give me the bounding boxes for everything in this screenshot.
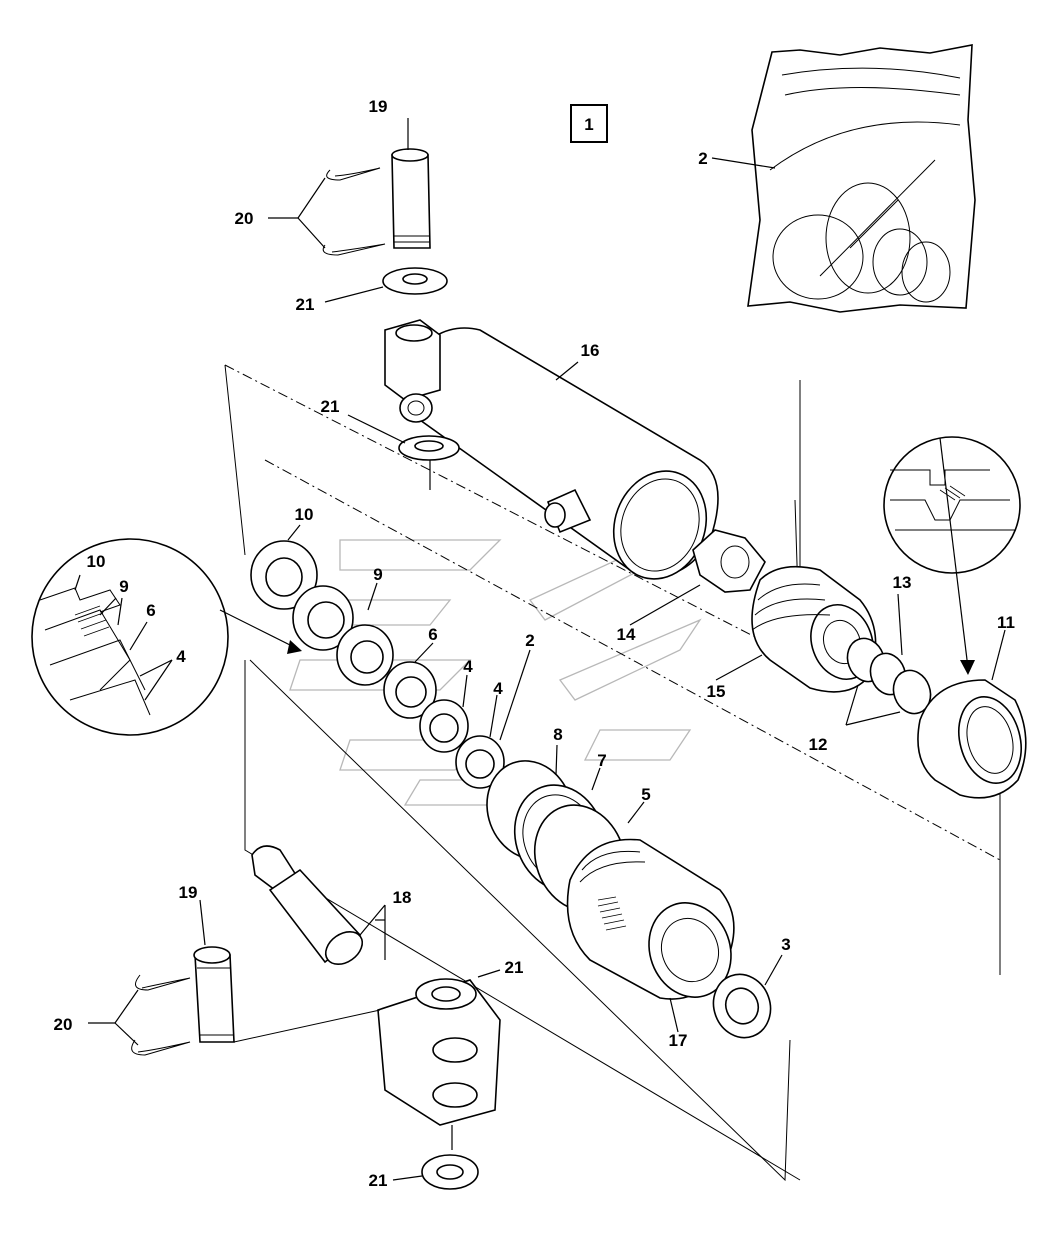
callout-7: 7 <box>597 751 606 770</box>
pin-bottom <box>193 946 381 1043</box>
callout-12: 12 <box>809 735 828 754</box>
detail-circle-left <box>31 538 302 736</box>
callout-17: 17 <box>669 1031 688 1050</box>
callout-5: 5 <box>641 785 650 804</box>
washer-top <box>382 267 448 295</box>
callout-21-right: 21 <box>505 958 524 977</box>
callout-6: 6 <box>428 625 437 644</box>
callout-9-detail: 9 <box>119 577 128 596</box>
callout-13: 13 <box>893 573 912 592</box>
seal-ring-9 <box>292 585 354 651</box>
callout-20-bottom: 20 <box>54 1015 73 1034</box>
callout-21-mid: 21 <box>321 397 340 416</box>
piston-nut <box>712 973 772 1039</box>
callout-10-detail: 10 <box>87 552 106 571</box>
leader-bracket-a <box>224 364 246 556</box>
callout-3: 3 <box>781 935 790 954</box>
piston <box>566 838 735 1000</box>
callout-19-bottom: 19 <box>179 883 198 902</box>
seal-ring-6 <box>336 624 437 719</box>
callout-20-top: 20 <box>235 209 254 228</box>
callout-18: 18 <box>393 888 412 907</box>
piston-seals <box>486 760 627 912</box>
seal-ring-4 <box>419 699 505 789</box>
leader-bracket-e <box>249 659 791 1182</box>
callout-21-bottom: 21 <box>369 1171 388 1190</box>
axis-line-a <box>224 364 801 661</box>
callout-9: 9 <box>373 565 382 584</box>
o-rings <box>846 637 932 715</box>
callout-11: 11 <box>997 613 1015 632</box>
seal-kit-bag <box>747 44 976 313</box>
callout-16: 16 <box>581 341 600 360</box>
group-label: 1 <box>584 115 593 134</box>
callout-21-top: 21 <box>296 295 315 314</box>
clip-pins-top <box>322 167 386 256</box>
detail-circle-right <box>883 436 1021 675</box>
washer-rod-end <box>415 978 477 1010</box>
piston-rod <box>251 845 501 1126</box>
clip-pins-bottom <box>131 974 191 1056</box>
hex-nut <box>692 529 766 593</box>
gland-head <box>751 565 877 693</box>
callout-4-b: 4 <box>493 679 503 698</box>
seal-ring-10 <box>250 540 318 610</box>
cylinder-barrel <box>384 319 719 580</box>
callout-15: 15 <box>707 682 726 701</box>
callout-10: 10 <box>295 505 314 524</box>
callout-6-detail: 6 <box>146 601 155 620</box>
callout-2-ring: 2 <box>525 631 534 650</box>
leader-bracket-c <box>244 660 801 1181</box>
pin-top <box>391 148 431 249</box>
callout-4-a: 4 <box>463 657 473 676</box>
callout-14: 14 <box>617 625 636 644</box>
washer-bottom <box>421 1125 479 1190</box>
group-label-box <box>570 104 608 143</box>
washer-mid <box>398 435 460 490</box>
guide-ring <box>917 679 1027 799</box>
callout-4-detail: 4 <box>176 647 186 666</box>
callout-2-bag: 2 <box>698 149 707 168</box>
callout-19-top: 19 <box>369 97 388 116</box>
callout-8: 8 <box>553 725 562 744</box>
